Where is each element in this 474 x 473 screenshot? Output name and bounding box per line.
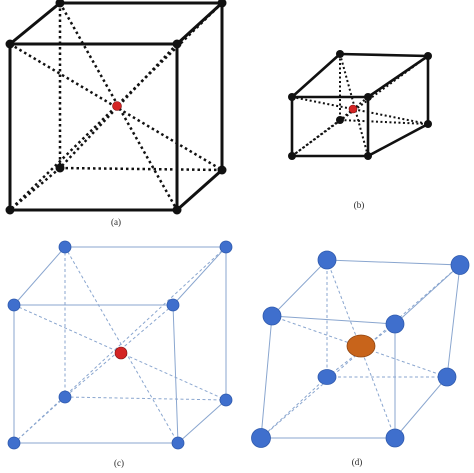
panel-c-corner-atom xyxy=(7,436,21,450)
panel-c-caption: (c) xyxy=(114,458,124,468)
panel-a-corner-atom xyxy=(172,39,182,49)
panel-c-right-edges xyxy=(177,247,227,444)
panel-b-corner-atom xyxy=(336,116,344,124)
panel-d: (d) xyxy=(251,250,470,467)
panel-d-center-atom xyxy=(346,334,376,358)
panel-c-top-edges xyxy=(13,246,228,306)
panel-c-corner-atom xyxy=(7,298,21,312)
panel-b-solid-edges xyxy=(290,52,430,158)
panel-c-diagonal xyxy=(64,246,179,444)
panel-c: (c) xyxy=(7,240,233,468)
panel-a-corner-atom xyxy=(217,165,227,175)
panel-c-diagonal xyxy=(64,304,174,398)
panel-d-corner-atom xyxy=(450,255,470,275)
panel-b-corner-atom xyxy=(336,50,344,58)
panel-c-corner-atom xyxy=(166,298,180,312)
panel-d-diagonal xyxy=(271,315,448,378)
panel-a-hidden-edge xyxy=(59,166,223,172)
panel-d-corner-atom xyxy=(317,369,337,385)
panel-a-corner-atom xyxy=(55,0,65,8)
panel-b-right-edges xyxy=(367,56,430,158)
panel-c-corner-atom xyxy=(171,436,185,450)
panel-c-front-face xyxy=(13,304,179,444)
panel-c-corner-atom xyxy=(58,240,72,254)
panel-a-top-edges xyxy=(9,1,224,46)
panel-d-corner-atom xyxy=(317,250,337,270)
panel-d-corner-atom xyxy=(385,428,405,448)
panel-c-diagonal xyxy=(13,246,227,444)
panel-c-corner-atom xyxy=(58,390,72,404)
panel-a-right-edges xyxy=(176,3,224,212)
panel-a-corner-atom xyxy=(217,0,227,8)
panel-b-center-atom xyxy=(348,104,358,114)
panel-b-corner-atom xyxy=(424,52,432,60)
panel-d-corner-atom xyxy=(385,314,405,334)
panel-b-corner-atom xyxy=(364,152,372,160)
panel-b-corner-atom xyxy=(424,120,432,128)
panel-a-corner-atom xyxy=(172,205,182,215)
panel-d-caption: (d) xyxy=(352,457,363,467)
panel-b-diagonal xyxy=(291,96,429,125)
panel-c-center-atom xyxy=(114,346,128,360)
panel-b-caption: (b) xyxy=(354,200,365,210)
panel-b-hidden-edge xyxy=(339,119,429,125)
panel-a-caption: (a) xyxy=(111,217,121,227)
panel-d-top-edges xyxy=(271,259,462,325)
panel-b-corner-atom xyxy=(288,93,296,101)
panel-a-center-atom xyxy=(112,101,122,111)
panel-d-right-edges xyxy=(394,264,461,439)
panel-b-top-edges xyxy=(291,52,430,99)
panel-a-corner-atom xyxy=(55,163,65,173)
panel-a: (a) xyxy=(5,0,227,227)
panel-a-corner-atom xyxy=(5,205,15,215)
panel-d-diagonal xyxy=(326,323,396,378)
panel-b-corner-atoms xyxy=(288,50,432,160)
panel-c-hidden-edge xyxy=(64,396,227,401)
panel-a-diagonal xyxy=(58,2,179,211)
panel-d-corner-atom xyxy=(437,367,457,387)
panel-b-corner-atom xyxy=(364,93,372,101)
panel-c-corner-atom xyxy=(219,240,233,254)
panel-c-corner-atoms xyxy=(7,240,233,450)
panel-b: (b) xyxy=(288,50,432,210)
panel-a-corner-atoms xyxy=(5,0,227,215)
panel-d-corner-atoms xyxy=(251,250,470,448)
panel-a-hidden-edges xyxy=(9,3,223,211)
panel-c-diagonals xyxy=(13,246,227,444)
panel-a-corner-atom xyxy=(5,39,15,49)
panel-d-corner-atom xyxy=(262,306,282,326)
panel-d-corner-atom xyxy=(251,428,271,448)
panel-b-corner-atom xyxy=(288,152,296,160)
panel-c-corner-atom xyxy=(219,393,233,407)
panel-d-hidden-edges xyxy=(260,260,447,439)
panel-d-hidden-edge xyxy=(260,376,328,439)
